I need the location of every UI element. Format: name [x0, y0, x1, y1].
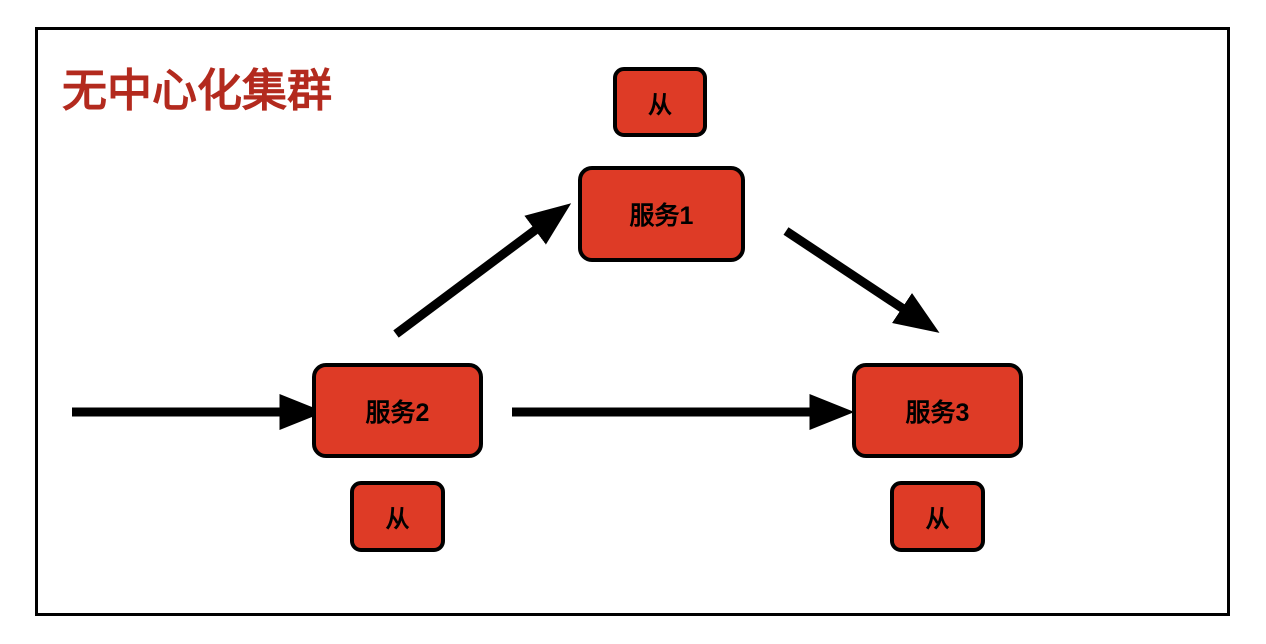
node-slave-left[interactable]: 从 — [350, 481, 445, 552]
diagram-title: 无中心化集群 — [62, 65, 333, 116]
diagram-frame-border — [35, 27, 1230, 616]
node-slave-right[interactable]: 从 — [890, 481, 985, 552]
node-service3[interactable]: 服务3 — [852, 363, 1023, 458]
node-slave-top[interactable]: 从 — [613, 67, 707, 137]
node-service2[interactable]: 服务2 — [312, 363, 483, 458]
node-service1[interactable]: 服务1 — [578, 166, 745, 262]
